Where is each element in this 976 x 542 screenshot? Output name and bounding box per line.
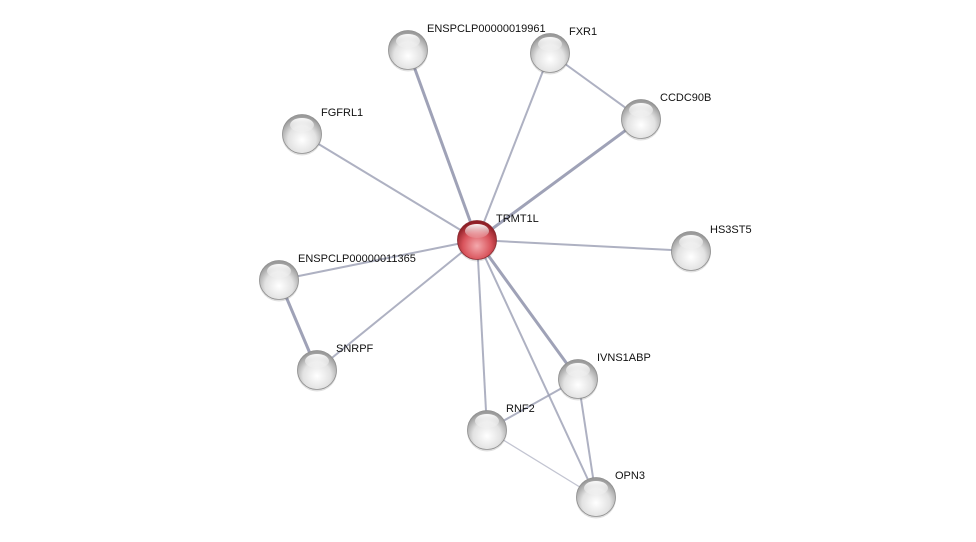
node-snrpf[interactable]: SNRPF: [297, 343, 374, 392]
edge-trmt1l-opn3[interactable]: [476, 239, 597, 498]
node-highlight: [267, 264, 291, 278]
node-label: HS3ST5: [710, 224, 752, 236]
edge-trmt1l-fxr1[interactable]: [476, 52, 551, 241]
edge-trmt1l-hs3st5[interactable]: [476, 239, 692, 252]
node-ivns1abp[interactable]: IVNS1ABP: [558, 352, 651, 401]
edge-trmt1l-enspclp00000019961[interactable]: [406, 49, 479, 241]
node-label: ENSPCLP00000011365: [298, 253, 416, 265]
node-highlight: [629, 103, 653, 117]
node-hs3st5[interactable]: HS3ST5: [671, 224, 752, 273]
node-label: OPN3: [615, 470, 645, 482]
node-highlight: [475, 414, 499, 428]
node-highlight: [538, 37, 562, 51]
node-highlight: [584, 481, 608, 495]
node-highlight: [290, 118, 314, 132]
node-rnf2[interactable]: RNF2: [467, 403, 535, 452]
edge-trmt1l-ivns1abp[interactable]: [475, 239, 580, 380]
node-enspclp00000019961[interactable]: ENSPCLP00000019961: [388, 23, 546, 72]
node-label: RNF2: [506, 403, 535, 415]
node-highlight: [396, 34, 420, 48]
edge-trmt1l-rnf2[interactable]: [476, 239, 488, 431]
node-trmt1l[interactable]: TRMT1L: [457, 213, 539, 262]
edge-trmt1l-snrpf[interactable]: [316, 239, 478, 371]
node-fgfrl1[interactable]: FGFRL1: [282, 107, 363, 156]
edge-rnf2-opn3[interactable]: [486, 429, 597, 498]
node-enspclp00000011365[interactable]: ENSPCLP00000011365: [259, 253, 416, 302]
node-label: SNRPF: [336, 343, 374, 355]
node-opn3[interactable]: OPN3: [576, 470, 645, 519]
node-label: FGFRL1: [321, 107, 363, 119]
node-highlight: [566, 363, 590, 377]
node-label: IVNS1ABP: [597, 352, 651, 364]
node-label: ENSPCLP00000019961: [427, 23, 546, 35]
node-label: TRMT1L: [496, 213, 539, 225]
node-label: FXR1: [569, 26, 597, 38]
node-fxr1[interactable]: FXR1: [530, 26, 597, 75]
node-ccdc90b[interactable]: CCDC90B: [621, 92, 711, 141]
edge-trmt1l-fgfrl1[interactable]: [301, 133, 478, 241]
edge-trmt1l-ccdc90b[interactable]: [476, 117, 642, 242]
node-highlight: [305, 354, 329, 368]
node-highlight: [465, 224, 489, 238]
node-label: CCDC90B: [660, 92, 711, 104]
node-highlight: [679, 235, 703, 249]
edge-trmt1l-enspclp00000011365[interactable]: [278, 239, 478, 281]
